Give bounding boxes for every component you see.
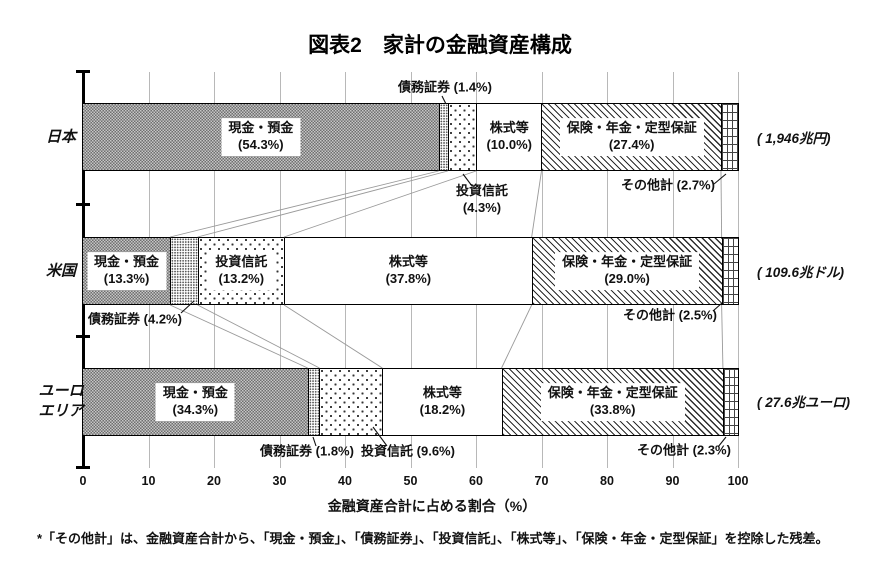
segment-pct: (4.3%) (462, 200, 502, 215)
tick-label: 100 (727, 474, 749, 488)
y-axis-tick (76, 335, 90, 338)
segment-pct: (33.8%) (589, 402, 636, 417)
external-segment-label: 債務証券 (4.2%) (88, 311, 182, 327)
segment-pct: (34.3%) (172, 402, 219, 417)
segment-insurance: 保険・年金・定型保証(29.0%) (531, 238, 722, 304)
segment-label: 保険・年金・定型保証(27.4%) (559, 118, 704, 156)
segment-name: 株式等 (388, 254, 428, 270)
segment-name: 投資信託 (215, 254, 268, 270)
total-label-euro: ( 27.6兆ユーロ) (757, 395, 851, 410)
segment-pct: (37.8%) (385, 271, 432, 286)
connector-line (283, 304, 383, 369)
segment-name: 現金・預金 (228, 120, 294, 136)
bar-row-euro: 現金・預金(34.3%) 株式等(18.2%) 保険・年金・定型保証(33.8%) (82, 368, 739, 436)
segment-label: 保険・年金・定型保証(29.0%) (555, 252, 700, 290)
segment-pct: (27.4%) (608, 137, 655, 152)
category-line: 日本 (45, 128, 77, 146)
segment-insurance: 保険・年金・定型保証(33.8%) (501, 369, 723, 435)
category-line: エリア (38, 402, 84, 419)
tick-label: 90 (665, 474, 680, 488)
category-label-euro: ユーロエリア (38, 382, 83, 421)
segment-name: 現金・預金 (94, 254, 160, 270)
bar-row-us: 現金・預金(13.3%) 投資信託(13.2%) 株式等(37.8%) 保険・年金・定… (82, 237, 739, 305)
footnote: *「その他計」は、金融資産合計から、「現金・預金」、「債務証券」、「投資信託」、… (37, 531, 829, 546)
y-axis-tick (76, 70, 90, 73)
segment-equity: 株式等(10.0%) (475, 104, 542, 170)
segment-cash: 現金・預金(54.3%) (83, 104, 439, 170)
segment-name: 株式等 (422, 385, 462, 401)
connector-line (721, 304, 724, 369)
segment-other (720, 104, 738, 170)
segment-trust: 投資信託(13.2%) (197, 238, 285, 304)
connector-line (720, 170, 723, 238)
tick-label: 10 (141, 474, 156, 488)
segment-label: 現金・預金(54.3%) (221, 118, 301, 156)
segment-name: 投資信託 (455, 183, 509, 199)
tick-label: 80 (600, 474, 614, 488)
segment-name: 株式等 (489, 120, 529, 136)
segment-trust (447, 104, 476, 170)
segment-label: 投資信託(13.2%) (208, 252, 275, 290)
connector-line (501, 304, 533, 369)
category-line: 米国 (45, 262, 77, 280)
segment-name: 保険・年金・定型保証 (566, 120, 697, 136)
external-segment-label: 債務証券 (1.4%) (398, 79, 492, 95)
tick-label: 70 (534, 474, 549, 488)
segment-label: 保険・年金・定型保証(33.8%) (540, 383, 685, 421)
segment-pct: (13.3%) (103, 271, 150, 286)
segment-equity: 株式等(18.2%) (382, 369, 502, 435)
tick-label: 30 (272, 474, 287, 488)
tick-label: 20 (207, 474, 221, 488)
x-axis-title: 金融資産合計に占める割合（%） (327, 498, 537, 514)
segment-other (721, 238, 738, 304)
segment-trust (319, 369, 383, 435)
segment-debt (438, 104, 448, 170)
external-segment-label: その他計 (2.5%) (623, 307, 717, 323)
total-label-japan: ( 1,946兆円) (757, 131, 831, 146)
segment-pct: (29.0%) (604, 271, 650, 286)
external-segment-label: 債務証券 (1.8%) (260, 443, 354, 459)
segment-label: 現金・預金(13.3%) (87, 252, 167, 290)
segment-label: 株式等(10.0%) (479, 118, 539, 156)
external-segment-label: その他計 (2.3%) (637, 442, 731, 458)
segment-pct: (10.0%) (486, 137, 532, 152)
connector-line (169, 304, 308, 369)
connector-line (531, 170, 542, 238)
connector-line (170, 170, 439, 238)
y-axis-tick (76, 203, 90, 206)
segment-label: 現金・預金(34.3%) (155, 383, 235, 421)
y-axis-tick (76, 466, 90, 469)
external-segment-label: 投資信託 (9.6%) (361, 443, 455, 459)
segment-pct: (54.3%) (238, 137, 284, 152)
tick-label: 50 (403, 474, 418, 488)
category-line: ユーロ (38, 382, 84, 400)
tick-label: 0 (79, 474, 87, 488)
segment-label: 株式等(37.8%) (378, 252, 439, 290)
connector-line (283, 170, 477, 238)
category-label-japan: 日本 (46, 127, 76, 147)
segment-name: 保険・年金・定型保証 (562, 254, 693, 270)
segment-pct: (18.2%) (419, 402, 466, 417)
segment-name: 保険・年金・定型保証 (547, 385, 678, 401)
tick-label: 60 (469, 474, 483, 488)
chart-title: 図表2 家計の金融資産構成 (308, 34, 572, 57)
segment-debt (307, 369, 320, 435)
segment-debt (170, 238, 198, 304)
bar-row-japan: 現金・預金(54.3%) 株式等(10.0%) 保険・年金・定型保証(27.4%) (82, 103, 739, 171)
segment-name: 現金・預金 (162, 385, 228, 401)
segment-other (722, 369, 738, 435)
external-segment-label: その他計 (2.7%) (621, 177, 715, 193)
total-label-us: ( 109.6兆ドル) (757, 265, 845, 280)
category-label-us: 米国 (46, 261, 76, 281)
leader-line (713, 173, 727, 185)
segment-cash: 現金・預金(34.3%) (83, 369, 308, 435)
external-segment-label: 投資信託(4.3%) (456, 183, 508, 217)
tick-label: 40 (338, 474, 352, 488)
segment-equity: 株式等(37.8%) (284, 238, 532, 304)
connector-line (197, 304, 320, 369)
segment-pct: (13.2%) (218, 271, 265, 286)
segment-cash: 現金・預金(13.3%) (83, 238, 171, 304)
segment-insurance: 保険・年金・定型保証(27.4%) (541, 104, 721, 170)
segment-label: 株式等(18.2%) (412, 383, 473, 421)
